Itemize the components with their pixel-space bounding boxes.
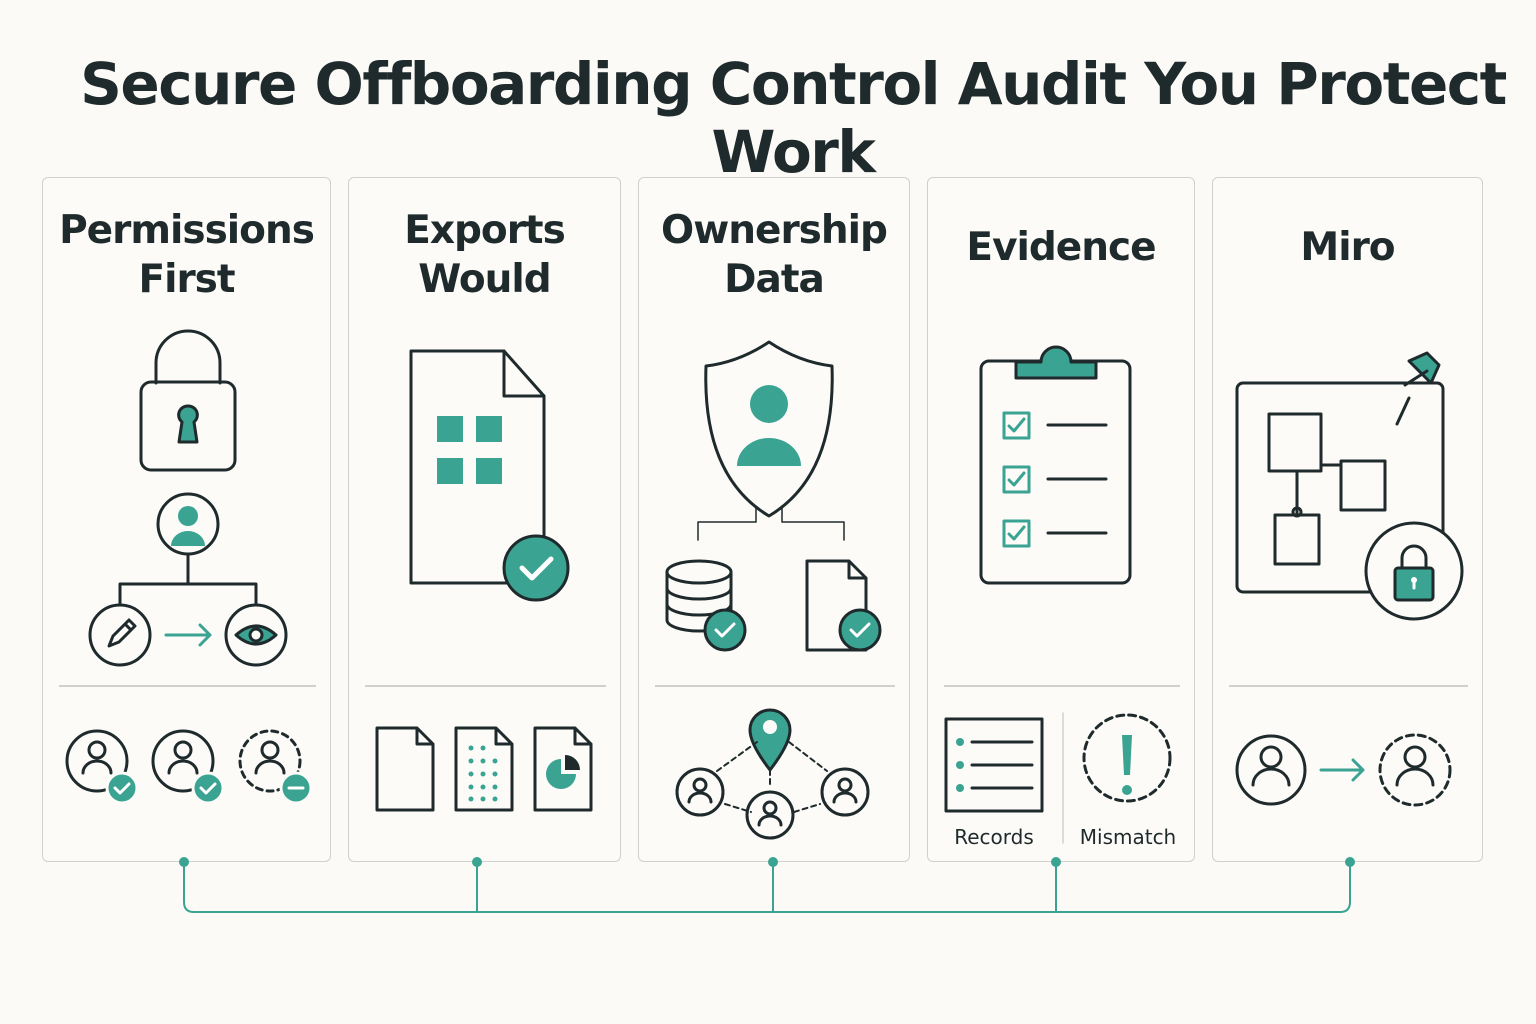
panel-permissions-first: Permissions First [42, 177, 331, 862]
panel-title: Exports Would [349, 206, 620, 304]
panel-divider [365, 685, 606, 687]
user-checked-icon [65, 729, 139, 805]
view-eye-icon [224, 603, 288, 667]
user-network-icon [675, 741, 870, 840]
title-line-2: Would [418, 257, 551, 302]
connector-node [179, 857, 189, 867]
panel-ownership-data: Ownership Data [638, 177, 910, 862]
panel-title: Ownership Data [639, 206, 909, 304]
panel-divider [59, 685, 316, 687]
arrow-right-icon [164, 623, 212, 647]
page-title: Secure Offboarding Control Audit You Pro… [80, 50, 1507, 186]
connector-node [1345, 857, 1355, 867]
records-label: Records [954, 825, 1034, 849]
panel-evidence: Evidence Records Mi [927, 177, 1195, 862]
user-hierarchy-icon [118, 492, 258, 606]
connector-node [1051, 857, 1061, 867]
connector-node [472, 857, 482, 867]
pending-user-icon [1378, 733, 1452, 807]
blank-file-icon [375, 726, 435, 812]
check-badge-icon [502, 534, 570, 602]
grid-document-icon [409, 349, 546, 585]
title-line-1: Miro [1300, 225, 1395, 270]
panel-title: Miro [1213, 223, 1482, 272]
board-pin-icon [1235, 351, 1445, 594]
panel-divider [944, 685, 1180, 687]
user-removed-icon [238, 729, 313, 805]
panel-exports-would: Exports Would [348, 177, 621, 862]
document-icon [805, 559, 882, 652]
ownership-illustration [665, 340, 882, 840]
arrow-right-icon [1319, 758, 1365, 782]
chart-file-icon [533, 726, 593, 812]
lock-badge-icon [1364, 521, 1464, 621]
location-pin-icon [748, 708, 792, 772]
miro-illustration [1235, 351, 1464, 807]
shield-user-icon [704, 340, 834, 518]
title-line-1: Permissions [59, 208, 315, 253]
title-line-1: Evidence [966, 225, 1156, 270]
panel-title: Permissions First [43, 206, 330, 304]
tree-connector [697, 507, 845, 541]
title-line-2: First [138, 257, 235, 302]
edit-pencil-icon [88, 603, 152, 667]
title-line-2: Data [724, 257, 825, 302]
connector-node [768, 857, 778, 867]
panel-divider [655, 685, 895, 687]
panel-miro: Miro [1212, 177, 1483, 862]
padlock-icon [139, 329, 237, 472]
evidence-illustration [944, 345, 1172, 844]
panel-title: Evidence [928, 223, 1194, 272]
database-icon [665, 559, 747, 652]
user-checked-icon [151, 729, 225, 805]
records-list-icon [944, 717, 1044, 813]
user-icon [1235, 734, 1307, 806]
clipboard-checklist-icon [979, 345, 1132, 585]
exports-illustration [375, 349, 593, 812]
title-line-1: Ownership [661, 208, 888, 253]
title-line-1: Exports [404, 208, 566, 253]
mismatch-label: Mismatch [1079, 825, 1177, 849]
spreadsheet-file-icon [454, 726, 514, 812]
permissions-illustration [65, 329, 313, 805]
panel-divider [1229, 685, 1468, 687]
alert-icon [1082, 713, 1172, 803]
